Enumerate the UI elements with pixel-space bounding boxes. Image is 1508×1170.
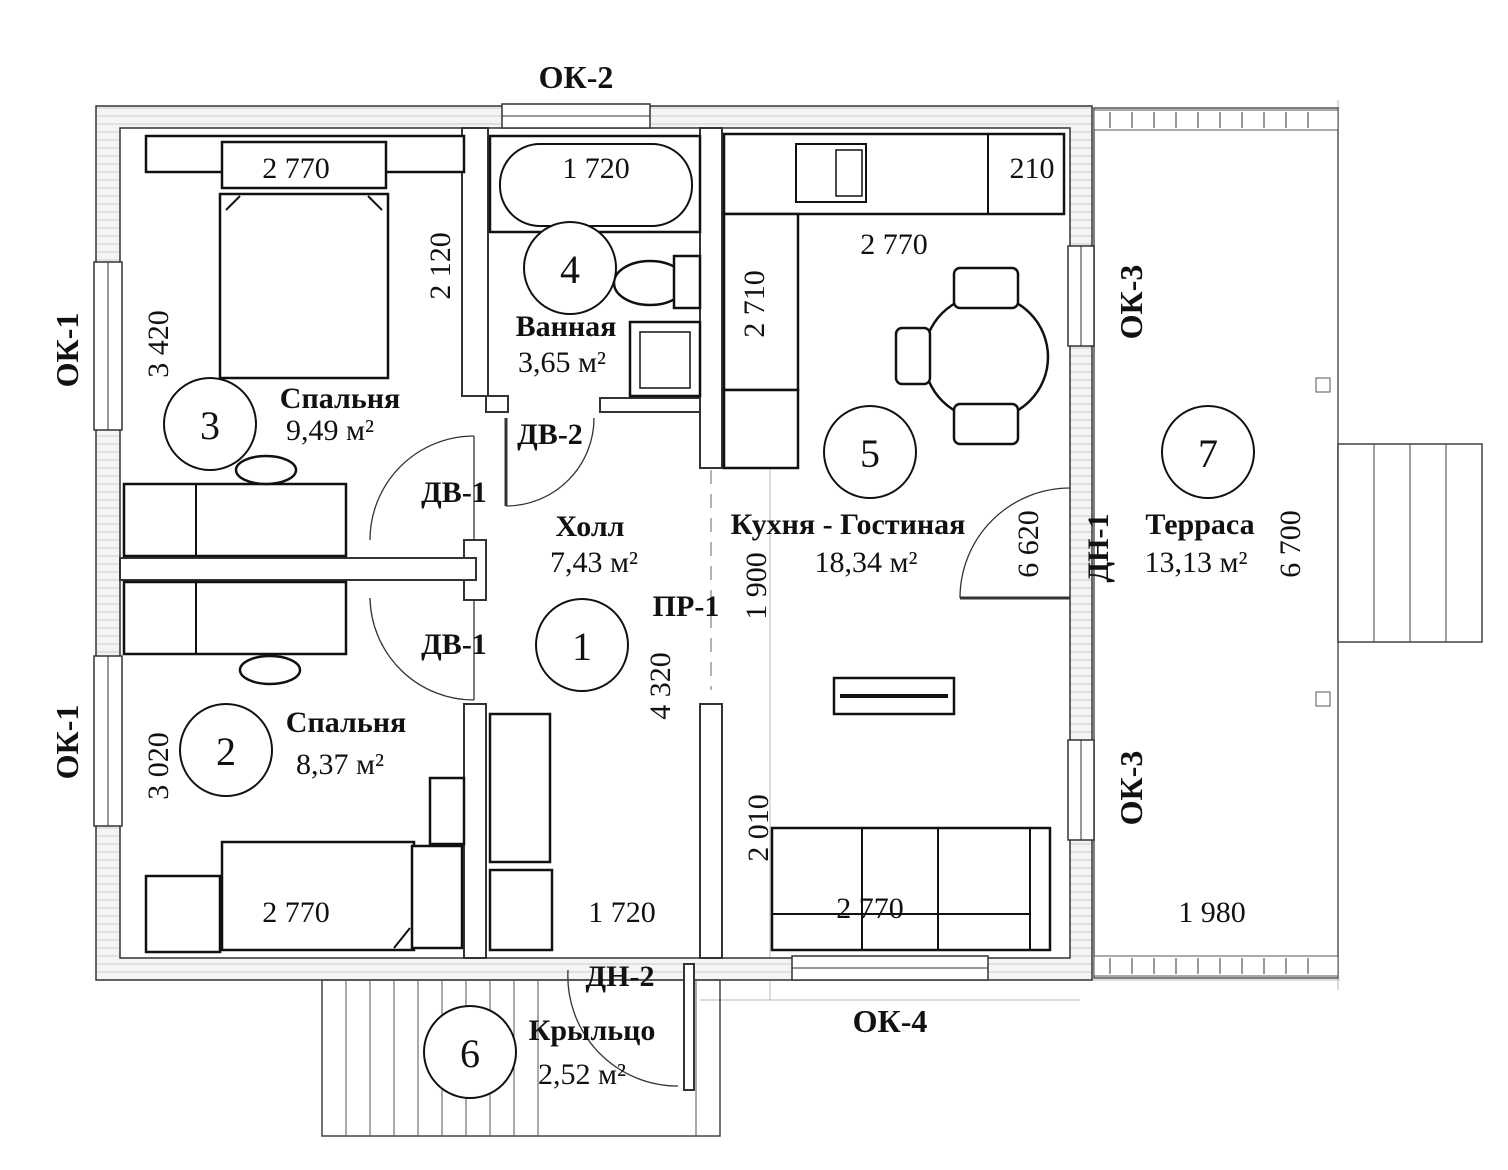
dim-hall-4320: 4 320: [644, 652, 677, 720]
terrace-deck: [1093, 107, 1339, 979]
door-label-dv2: ДВ-2: [517, 418, 583, 451]
room-6-number: 6: [460, 1031, 480, 1076]
window-label-ok1-bottom: ОК-1: [49, 705, 85, 780]
door-label-dn1: ДН-1: [1082, 514, 1115, 583]
dim-bed3-width: 2 770: [262, 152, 330, 185]
dim-bath-width: 1 720: [562, 152, 630, 185]
dim-terrace-width: 1 980: [1178, 896, 1246, 929]
room-3-area: 9,49 м²: [286, 414, 374, 447]
window-label-ok2: ОК-2: [539, 59, 614, 95]
room-2-name: Спальня: [286, 706, 406, 739]
dim-terrace-6700: 6 700: [1274, 510, 1307, 578]
room-4-area: 3,65 м²: [518, 346, 606, 379]
room-7-area: 13,13 м²: [1145, 546, 1248, 579]
dim-kitchen-width: 2 770: [860, 228, 928, 261]
door-label-dn2: ДН-2: [586, 960, 655, 993]
room-7-name: Терраса: [1145, 508, 1254, 541]
window-label-ok3-top: ОК-3: [1113, 265, 1149, 340]
room-2-area: 8,37 м²: [296, 748, 384, 781]
bathroom-fixtures: [488, 134, 702, 398]
room-markers: 1 2 3 4 5 6 7: [163, 221, 1255, 1099]
opening-labels: ОК-2 ОК-4 ОК-1 ОК-1 ОК-3 ОК-3 ДВ-1 ДВ-1 …: [49, 59, 1149, 1039]
window-label-ok4: ОК-4: [853, 1003, 928, 1039]
room-3-number: 3: [200, 403, 220, 448]
living-sofa: [770, 826, 1052, 952]
dim-kitchen-2710: 2 710: [738, 270, 771, 338]
door-label-dv1-top: ДВ-1: [421, 476, 487, 509]
door-label-dv1-bottom: ДВ-1: [421, 628, 487, 661]
dim-wall-2120: 2 120: [424, 232, 457, 300]
room-4-number: 4: [560, 247, 580, 292]
bedroom-2-furniture: [122, 580, 466, 954]
window-label-ok3-bottom: ОК-3: [1113, 751, 1149, 826]
room-5-number: 5: [860, 431, 880, 476]
windows: [93, 103, 1095, 981]
room-1-area: 7,43 м²: [550, 546, 638, 579]
dim-bed2-height: 3 020: [142, 732, 175, 800]
room-5-area: 18,34 м²: [815, 546, 918, 579]
dimension-labels: 2 770 1 720 210 2 770 2 770 1 720 2 770 …: [142, 152, 1307, 929]
porch: [321, 963, 721, 1137]
bedroom-3-furniture: [122, 134, 466, 558]
window-label-ok1-top: ОК-1: [49, 313, 85, 388]
dim-living-6620: 6 620: [1012, 510, 1045, 578]
kitchen-fixtures: [722, 132, 1066, 716]
hall-furniture: [488, 712, 554, 952]
dim-living-width: 2 770: [836, 892, 904, 925]
dim-bed2-width: 2 770: [262, 896, 330, 929]
room-4-name: Ванная: [516, 310, 617, 343]
dim-bed3-height: 3 420: [142, 310, 175, 378]
room-5-name: Кухня - Гостиная: [731, 508, 966, 541]
doors: [369, 417, 1071, 1087]
room-1-number: 1: [572, 624, 592, 669]
room-3-name: Спальня: [280, 382, 400, 415]
opening-label-pr1: ПР-1: [653, 590, 720, 623]
dim-hall-1900: 1 900: [740, 552, 773, 620]
room-6-area: 2,52 м²: [538, 1058, 626, 1091]
terrace-steps: [1337, 443, 1483, 643]
room-2-number: 2: [216, 729, 236, 774]
dim-kitchen-top: 210: [1010, 152, 1055, 185]
room-labels: Холл 7,43 м² Спальня 8,37 м² Спальня 9,4…: [280, 310, 1255, 1091]
room-1-name: Холл: [555, 510, 624, 543]
room-7-number: 7: [1198, 431, 1218, 476]
interior-walls: [119, 127, 723, 959]
dim-hall-width: 1 720: [588, 896, 656, 929]
room-6-name: Крыльцо: [529, 1014, 656, 1047]
dim-living-2010: 2 010: [742, 794, 775, 862]
